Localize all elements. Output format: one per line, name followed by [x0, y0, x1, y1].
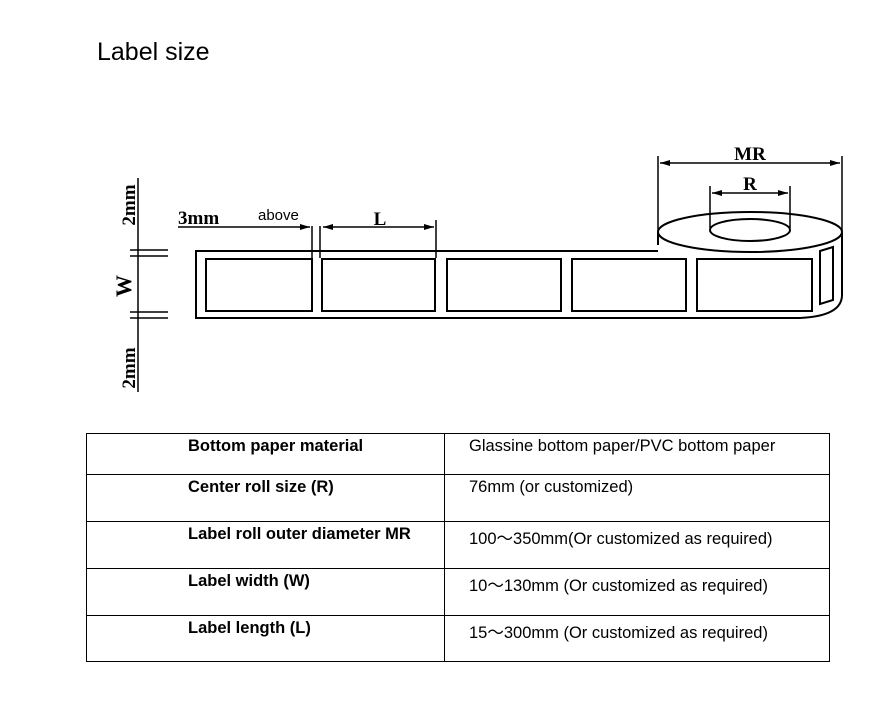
bottom-margin-label: 2mm: [119, 347, 140, 388]
mr-label: MR: [734, 144, 766, 165]
row-label: Label length (L): [86, 615, 445, 662]
gap-label: 3mm: [178, 208, 219, 229]
row-value: 10～130mm (Or customized as required): [444, 568, 830, 616]
r-label: R: [743, 174, 757, 195]
l-label: L: [374, 209, 387, 230]
row-label: Label width (W): [86, 568, 445, 616]
label-roll: [195, 211, 843, 319]
label-strip: [205, 258, 813, 312]
label-roll-diagram: MR R L 3mm 2mm W 2mm above: [111, 144, 843, 392]
row-label: Bottom paper material: [86, 433, 445, 475]
top-margin-label: 2mm: [119, 184, 140, 225]
row-label: Label roll outer diameter MR: [86, 521, 445, 569]
row-value: 76mm (or customized): [444, 474, 830, 522]
width-dimension: [130, 178, 168, 392]
row-value: 100～350mm(Or customized as required): [444, 521, 830, 569]
width-label: W: [111, 275, 136, 297]
row-value: 15～300mm (Or customized as required): [444, 615, 830, 662]
row-value: Glassine bottom paper/PVC bottom paper: [444, 433, 830, 475]
table-row: Label width (W)10～130mm (Or customized a…: [86, 568, 830, 616]
length-dimension: [178, 220, 437, 258]
gap-note: above: [258, 207, 299, 224]
mr-dimension: [657, 156, 843, 232]
table-row: Center roll size (R)76mm (or customized): [86, 474, 830, 522]
page-title: Label size: [97, 38, 210, 66]
table-row: Label length (L)15～300mm (Or customized …: [86, 615, 830, 662]
row-label: Center roll size (R): [86, 474, 445, 522]
